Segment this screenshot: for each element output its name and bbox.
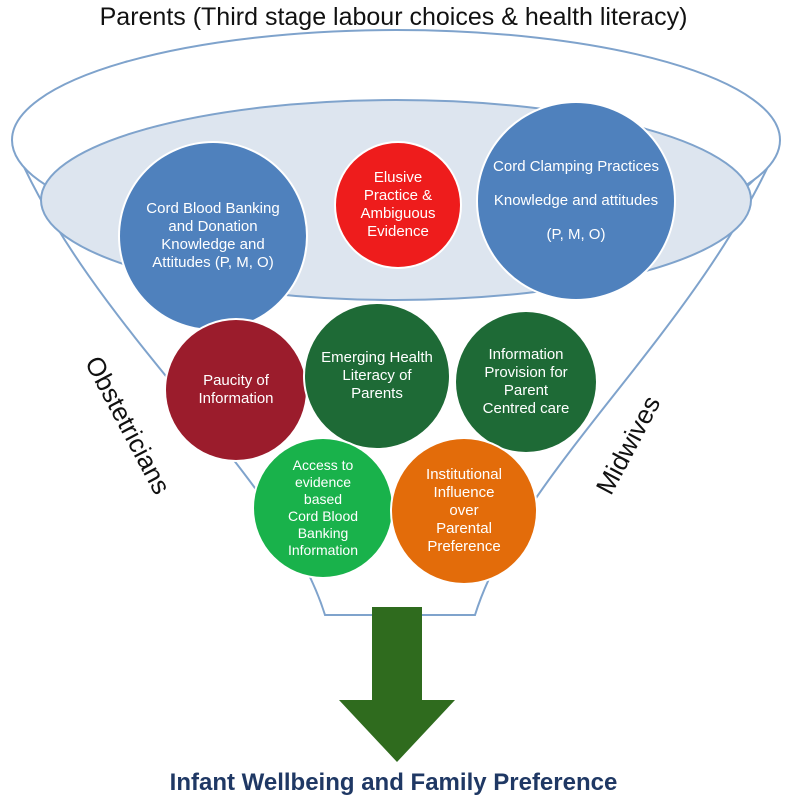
bubble-text: Knowledge and bbox=[161, 236, 265, 253]
bubble-text: Cord Blood Banking bbox=[146, 200, 280, 217]
bubble-elusive-practice: Elusive Practice & Ambiguous Evidence bbox=[336, 143, 460, 267]
bubble-text: over bbox=[449, 502, 479, 519]
bubble-text: Literacy of bbox=[342, 367, 412, 384]
bubble-text: Elusive bbox=[373, 169, 423, 186]
bubble-information-provision: Information Provision for Parent Centred… bbox=[456, 312, 596, 452]
bubble-emerging-health-literacy: Emerging Health Literacy of Parents bbox=[305, 304, 449, 448]
bubble-text: Knowledge and attitudes bbox=[493, 192, 659, 209]
bubble-text: Influence bbox=[433, 484, 495, 501]
bubble-text: Banking bbox=[297, 525, 349, 541]
bubble-text: Parent bbox=[503, 382, 549, 399]
bubble-text: based bbox=[303, 491, 343, 507]
bubble-text: Information bbox=[488, 346, 564, 363]
bubble-paucity-of-information: Paucity of Information bbox=[166, 320, 306, 460]
heading-parents: Parents (Third stage labour choices & he… bbox=[99, 3, 688, 31]
bubble-text: Cord Blood bbox=[287, 508, 359, 524]
bubble-text: Institutional bbox=[426, 466, 502, 483]
bubble-text: (P, M, O) bbox=[546, 226, 606, 243]
bubble-text: Paucity of bbox=[203, 372, 269, 389]
bubble-text: Attitudes (P, M, O) bbox=[152, 254, 274, 271]
footer-outcome: Infant Wellbeing and Family Preference bbox=[169, 769, 618, 796]
bubble-cord-blood-banking: Cord Blood Banking and Donation Knowledg… bbox=[120, 143, 306, 329]
bubble-text: Emerging Health bbox=[321, 349, 433, 366]
bubble-text: and Donation bbox=[168, 218, 258, 235]
bubble-text: Parental bbox=[436, 520, 492, 537]
bubble-text: evidence bbox=[294, 474, 352, 490]
bubble-text: Centred care bbox=[482, 400, 570, 417]
bubble-text: Ambiguous bbox=[360, 205, 436, 222]
bubble-text: Information bbox=[198, 390, 274, 407]
bubble-cord-clamping: Cord Clamping Practices Knowledge and at… bbox=[478, 103, 674, 299]
bubble-text: Preference bbox=[427, 538, 501, 555]
bubble-access-to-evidence: Access to evidence based Cord Blood Bank… bbox=[254, 439, 392, 577]
bubble-institutional-influence: Institutional Influence over Parental Pr… bbox=[392, 439, 536, 583]
bubble-text: Access to bbox=[292, 457, 354, 473]
bubble-text: Parents bbox=[351, 385, 403, 402]
bubble-text: Cord Clamping Practices bbox=[493, 158, 659, 175]
bubble-text: Information bbox=[287, 542, 359, 558]
down-arrow bbox=[339, 607, 455, 762]
bubble-text: Provision for bbox=[484, 364, 568, 381]
bubble-text: Evidence bbox=[367, 223, 429, 240]
bubble-text: Practice & bbox=[363, 187, 433, 204]
